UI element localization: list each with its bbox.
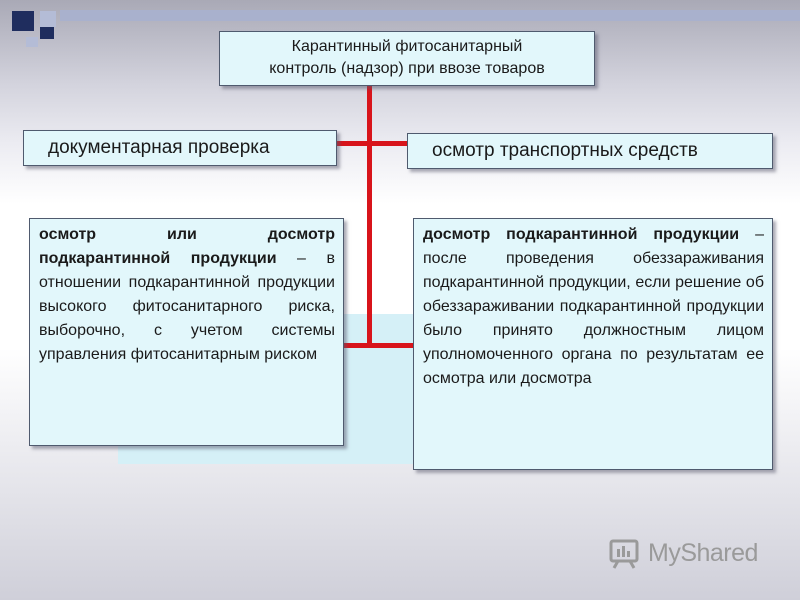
corner-square-dark	[40, 27, 54, 39]
branch-document-check: документарная проверка	[23, 130, 337, 166]
corner-square-dark	[12, 11, 34, 31]
branch-vehicle-inspection-label: осмотр транспортных средств	[432, 140, 698, 161]
branch-vehicle-inspection: осмотр транспортных средств	[407, 133, 773, 169]
connector-vertical	[367, 86, 372, 348]
detail-reinspection-text: – после проведения обеззараживания подка…	[423, 226, 764, 387]
corner-square-light	[40, 11, 56, 27]
connector-bottom-horizontal	[344, 343, 413, 348]
title-box: Карантинный фитосанитарный контроль (над…	[219, 31, 595, 86]
detail-inspection-box: осмотр или досмотр подкарантинной продук…	[29, 218, 344, 446]
watermark: MyShared	[608, 536, 758, 570]
branch-document-check-label: документарная проверка	[48, 137, 270, 158]
detail-reinspection-title: досмотр подкарантинной продукции	[423, 226, 740, 243]
title-line-2: контроль (надзор) при ввозе товаров	[269, 60, 545, 77]
corner-square-light	[26, 37, 38, 47]
detail-inspection-title: осмотр или досмотр подкарантинной продук…	[39, 226, 335, 267]
connector-top-horizontal	[337, 141, 407, 146]
detail-inspection-text: – в отношении подкарантинной продукции в…	[39, 250, 335, 363]
title-line-1: Карантинный фитосанитарный	[291, 38, 523, 55]
detail-reinspection-box: досмотр подкарантинной продукции – после…	[413, 218, 773, 470]
presentation-board-icon	[609, 539, 639, 569]
watermark-text: MyShared	[648, 538, 758, 567]
header-bar	[60, 10, 800, 21]
